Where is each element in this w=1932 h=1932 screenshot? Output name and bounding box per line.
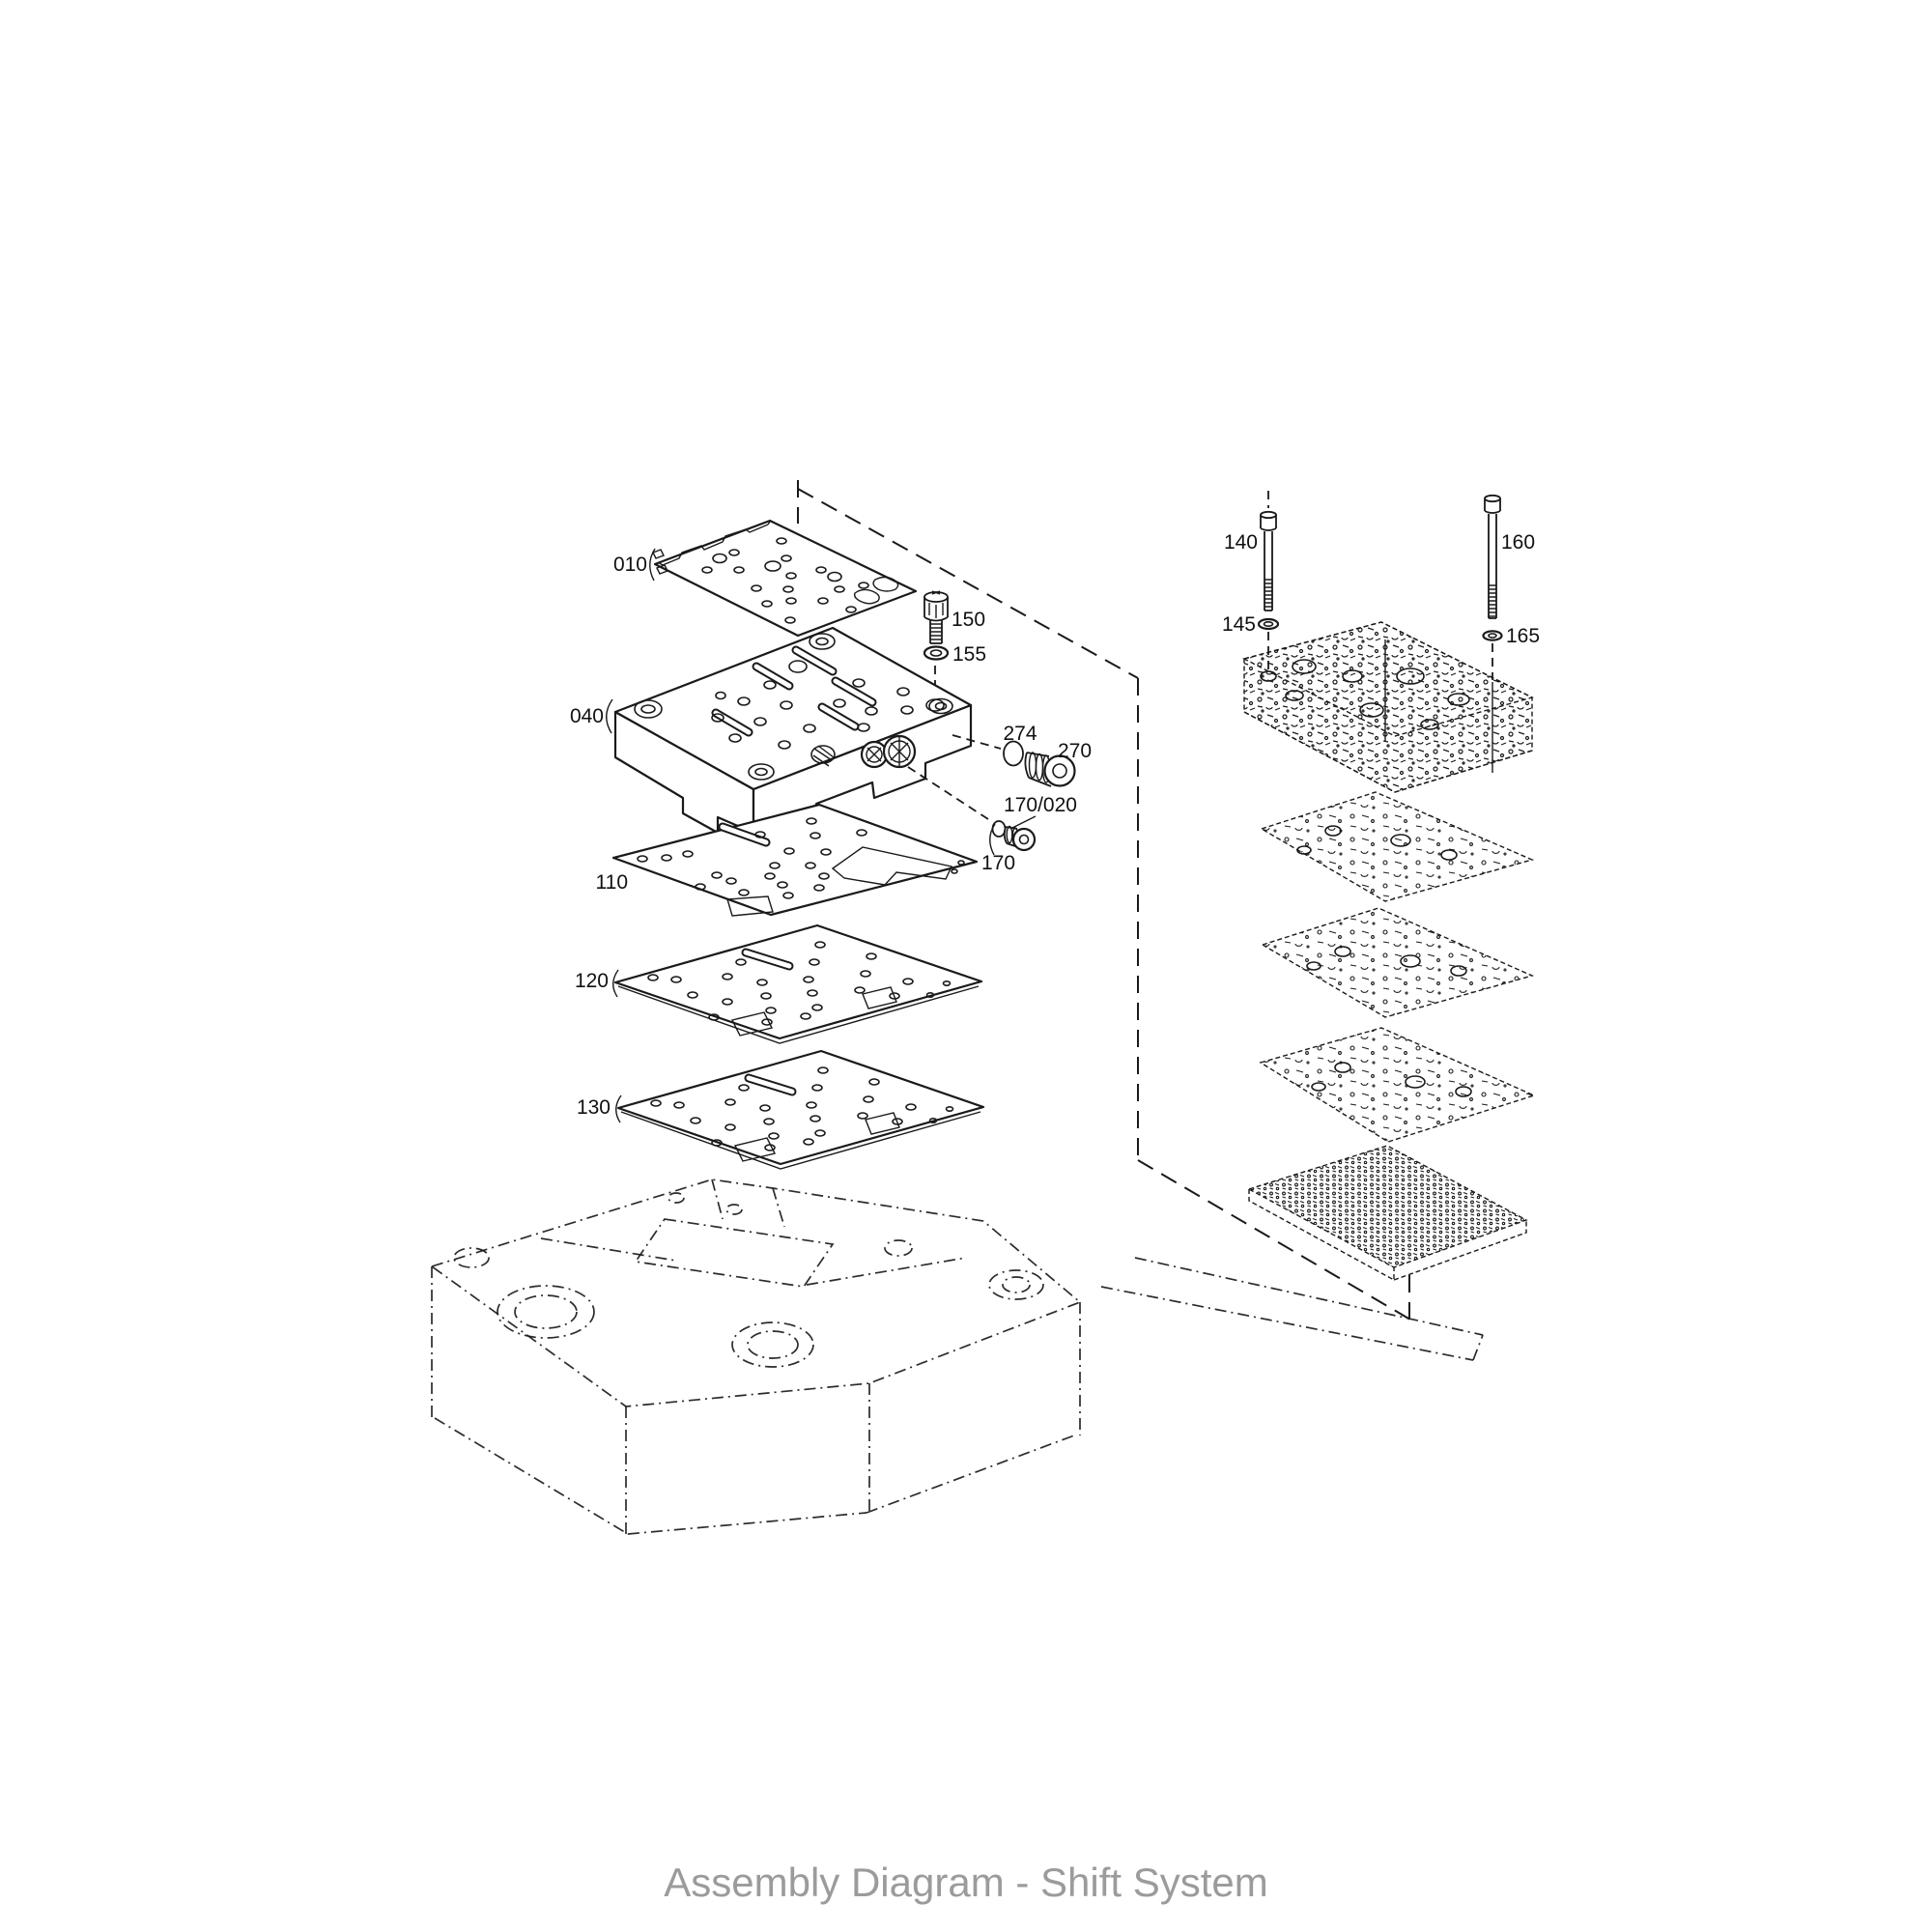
callout-170-020: 170/020 — [1004, 794, 1077, 816]
valve-body-lower-block — [1247, 1145, 1528, 1282]
bolt-150 — [923, 590, 949, 644]
callout-010: 010 — [613, 554, 647, 576]
gasket-holes — [701, 537, 869, 624]
callout-labels: 010 040 110 120 130 150 155 274 270 170/… — [570, 531, 1540, 1123]
bracket-120 — [612, 969, 619, 998]
callout-270: 270 — [1058, 740, 1092, 762]
oring-274 — [1003, 740, 1024, 767]
callout-165: 165 — [1506, 625, 1540, 647]
callout-170-020-leader — [1011, 815, 1037, 829]
callout-155: 155 — [952, 643, 986, 666]
callout-145: 145 — [1222, 613, 1256, 636]
callout-160: 160 — [1501, 531, 1535, 554]
housing-mounting-legs — [1100, 1257, 1484, 1361]
callout-040: 040 — [570, 705, 604, 727]
separator-plate-110 — [611, 803, 979, 917]
bracket-010 — [649, 548, 656, 582]
construction-lines — [797, 480, 1411, 1321]
bracket-040 — [606, 698, 613, 734]
valve-body-040 — [613, 626, 973, 835]
plate-130-holes — [650, 1066, 954, 1151]
washer-145 — [1257, 617, 1280, 631]
washer-165 — [1482, 630, 1503, 641]
plate-110-holes — [637, 817, 965, 899]
valve-body-040-slots — [711, 645, 877, 737]
bracket-130 — [615, 1094, 622, 1123]
valve-plate-right-1 — [1260, 791, 1535, 902]
valve-body-block-right — [1242, 621, 1534, 793]
valve-body-040-bosses — [634, 633, 953, 781]
solenoid-valve-faces — [810, 734, 917, 769]
oring-020 — [991, 820, 1007, 838]
plug-170-leader-dashed — [907, 766, 992, 822]
valve-plate-right-3 — [1259, 1027, 1536, 1143]
oring-274-leader — [952, 734, 1002, 750]
callout-150: 150 — [952, 609, 985, 631]
bolt-160 — [1484, 494, 1501, 619]
valve-body-040-holes — [711, 660, 945, 750]
callout-110: 110 — [596, 871, 628, 894]
diagram-title: Assembly Diagram - Shift System — [664, 1860, 1268, 1905]
plug-270 — [1024, 752, 1076, 787]
gasket-plate-010 — [652, 519, 918, 638]
plug-170 — [989, 823, 1037, 856]
plate-120-holes — [647, 941, 952, 1026]
housing-bosses — [453, 1192, 1044, 1368]
separator-plate-130 — [616, 1049, 985, 1170]
bolt-140 — [1260, 491, 1277, 611]
callout-130: 130 — [577, 1096, 611, 1119]
callout-170: 170 — [981, 852, 1015, 874]
separator-plate-120 — [613, 923, 983, 1044]
transmission-housing — [430, 1179, 1484, 1535]
callout-274: 274 — [1003, 723, 1037, 745]
valve-plate-right-2 — [1261, 907, 1535, 1018]
washer-155 — [923, 645, 950, 661]
callout-140: 140 — [1224, 531, 1258, 554]
callout-120: 120 — [575, 970, 609, 992]
